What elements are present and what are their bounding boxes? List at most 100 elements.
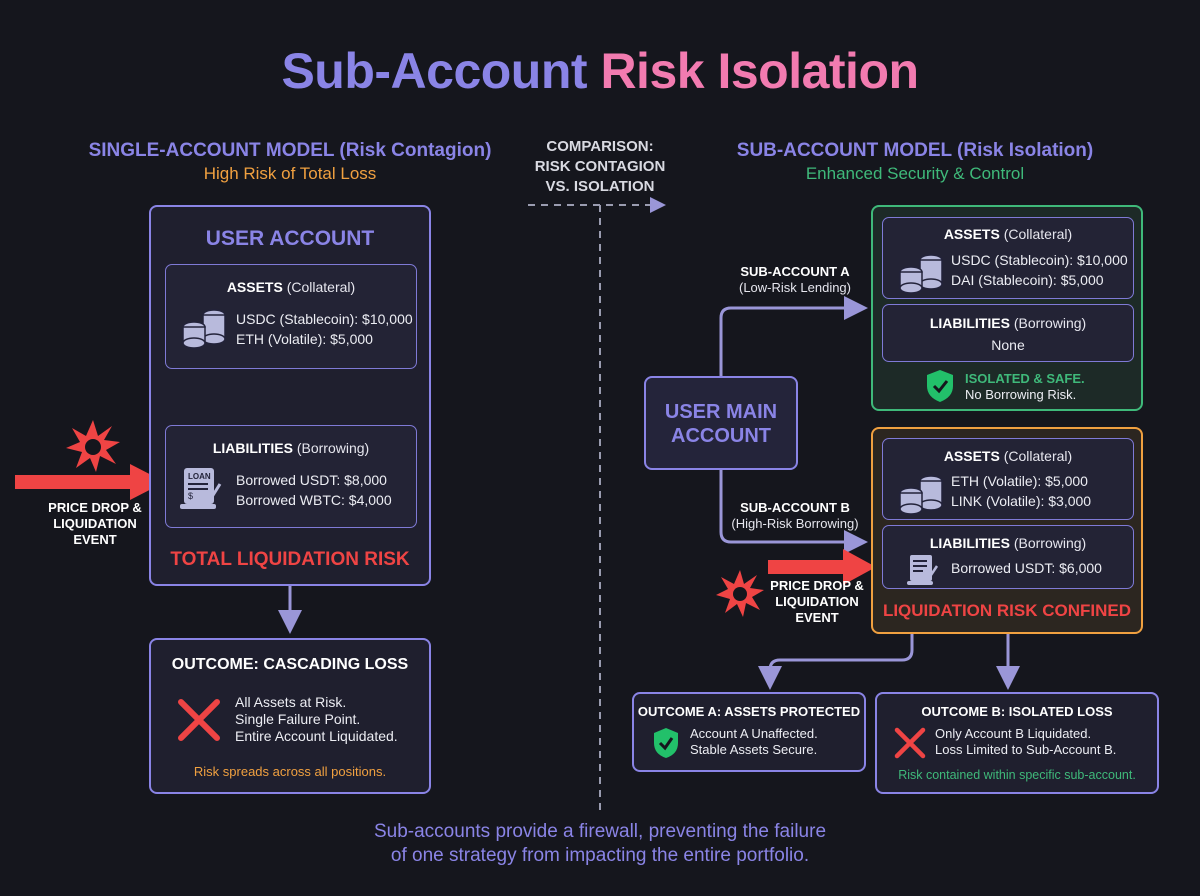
footer-caption: Sub-accounts provide a firewall, prevent…: [0, 820, 1200, 868]
outcome-line: Entire Account Liquidated.: [235, 728, 398, 744]
main-to-sub-b-arrow: [719, 470, 868, 554]
user-main-account-box: USER MAIN ACCOUNT: [644, 376, 798, 470]
shield-check-icon: [652, 727, 680, 764]
sub-b-liabilities-title: LIABILITIES (Borrowing): [883, 535, 1133, 551]
outcome-line: Account A Unaffected.: [690, 726, 818, 741]
asset-line: LINK (Volatile): $3,000: [951, 493, 1092, 509]
main-account-line: USER MAIN: [664, 401, 778, 423]
sub-b-name: SUB-ACCOUNT B: [740, 500, 850, 515]
coins-icon: [897, 471, 945, 520]
outcome-title: OUTCOME: CASCADING LOSS: [171, 656, 409, 673]
event-line: LIQUIDATION: [53, 516, 137, 531]
outcome-note: Risk spreads across all positions.: [193, 764, 387, 779]
comparison-line: VS. ISOLATION: [545, 178, 655, 195]
outcome-b-box: OUTCOME B: ISOLATED LOSS Only Account B …: [875, 692, 1159, 794]
sub-a-liabilities-panel: LIABILITIES (Borrowing) None: [882, 304, 1134, 362]
user-account-box: USER ACCOUNT ASSETS (Collateral) USDC (S…: [149, 205, 431, 586]
asset-line: DAI (Stablecoin): $5,000: [951, 272, 1104, 288]
main-account-title: USER MAIN ACCOUNT: [646, 400, 796, 448]
event-line: PRICE DROP &: [770, 578, 864, 593]
title-part-1: Sub-Account: [281, 43, 588, 99]
outcome-line: Stable Assets Secure.: [690, 742, 818, 757]
outcome-cascading-loss-box: OUTCOME: CASCADING LOSS All Assets at Ri…: [149, 638, 431, 794]
sub-b-assets-panel: ASSETS (Collateral) ETH (Volatile): $5,0…: [882, 438, 1134, 520]
outcome-line: Loss Limited to Sub-Account B.: [935, 742, 1117, 757]
outcome-b-title: OUTCOME B: ISOLATED LOSS: [921, 704, 1113, 719]
sub-a-name: SUB-ACCOUNT A: [740, 264, 850, 279]
event-line: LIQUIDATION: [775, 594, 859, 609]
status-text: No Borrowing Risk.: [965, 387, 1077, 402]
liabilities-title-note: (Borrowing): [296, 440, 370, 456]
sub-b-liability-lines: Borrowed USDT: $6,000: [951, 558, 1102, 578]
loan-document-icon: LOAN $: [180, 466, 224, 517]
assets-title-bold: ASSETS: [226, 279, 283, 295]
outcome-b-note: Risk contained within specific sub-accou…: [898, 768, 1136, 782]
outcome-a-title: OUTCOME A: ASSETS PROTECTED: [637, 704, 861, 719]
liabilities-title-bold: LIABILITIES: [929, 535, 1010, 551]
liability-line: Borrowed USDT: $8,000: [236, 472, 387, 488]
sub-b-desc: (High-Risk Borrowing): [731, 516, 859, 531]
right-subheading: Enhanced Security & Control: [805, 164, 1025, 183]
outcome-line: Single Failure Point.: [235, 711, 361, 727]
sub-a-desc: (Low-Risk Lending): [739, 280, 851, 295]
coins-icon: [897, 250, 945, 299]
left-subheading: High Risk of Total Loss: [203, 164, 377, 183]
sub-account-b-box: ASSETS (Collateral) ETH (Volatile): $5,0…: [871, 427, 1143, 634]
asset-line: ETH (Volatile): $5,000: [951, 473, 1088, 489]
footer-line: of one strategy from impacting the entir…: [390, 845, 810, 866]
liability-line: Borrowed USDT: $6,000: [951, 560, 1102, 576]
loan-document-icon: [907, 554, 939, 591]
right-heading: SUB-ACCOUNT MODEL (Risk Isolation): [736, 140, 1094, 161]
coins-icon: [180, 305, 228, 354]
liabilities-title-note: (Borrowing): [1013, 315, 1087, 331]
asset-line: ETH (Volatile): $5,000: [236, 331, 373, 347]
sub-b-assets-title: ASSETS (Collateral): [883, 448, 1133, 464]
assets-title-bold: ASSETS: [943, 226, 1000, 242]
page-title: Sub-Account Risk Isolation: [0, 42, 1200, 100]
title-part-2: Risk Isolation: [600, 43, 919, 99]
left-event-label: PRICE DROP & LIQUIDATION EVENT: [30, 500, 160, 548]
total-liquidation-risk-label: TOTAL LIQUIDATION RISK: [170, 549, 410, 570]
liabilities-title-note: (Borrowing): [1013, 535, 1087, 551]
outcome-a-lines: Account A Unaffected. Stable Assets Secu…: [690, 726, 818, 758]
comparison-line: COMPARISON:: [546, 138, 654, 155]
explosion-icon: [66, 420, 120, 479]
outcome-a-box: OUTCOME A: ASSETS PROTECTED Account A Un…: [632, 692, 866, 772]
sub-b-asset-lines: ETH (Volatile): $5,000 LINK (Volatile): …: [951, 471, 1091, 511]
shield-check-icon: [925, 369, 955, 408]
asset-line: USDC (Stablecoin): $10,000: [236, 311, 413, 327]
event-line: EVENT: [73, 532, 117, 547]
main-account-line: ACCOUNT: [671, 425, 771, 447]
assets-lines: USDC (Stablecoin): $10,000 ETH (Volatile…: [236, 309, 413, 349]
sub-a-status: ISOLATED & SAFE. No Borrowing Risk.: [965, 371, 1085, 403]
liabilities-title: LIABILITIES (Borrowing): [166, 440, 416, 456]
sub-a-liabilities-value: None: [991, 337, 1025, 353]
event-line: EVENT: [795, 610, 839, 625]
outcome-line: Only Account B Liquidated.: [935, 726, 1092, 741]
explosion-icon: [716, 570, 764, 623]
footer-line: Sub-accounts provide a firewall, prevent…: [373, 821, 827, 842]
liabilities-title-bold: LIABILITIES: [212, 440, 293, 456]
x-icon: [893, 726, 927, 765]
left-red-arrow: [15, 464, 165, 500]
liquidation-risk-confined-label: LIQUIDATION RISK CONFINED: [882, 601, 1132, 620]
liability-line: Borrowed WBTC: $4,000: [236, 492, 392, 508]
sub-a-liabilities-title: LIABILITIES (Borrowing): [883, 315, 1133, 331]
sub-a-asset-lines: USDC (Stablecoin): $10,000 DAI (Stableco…: [951, 250, 1128, 290]
svg-text:$: $: [188, 491, 193, 501]
status-bold: ISOLATED & SAFE.: [965, 371, 1085, 386]
assets-title-note: (Collateral): [1003, 448, 1073, 464]
liabilities-lines: Borrowed USDT: $8,000 Borrowed WBTC: $4,…: [236, 470, 392, 510]
right-event-label: PRICE DROP & LIQUIDATION EVENT: [762, 578, 872, 626]
assets-title-bold: ASSETS: [943, 448, 1000, 464]
assets-panel: ASSETS (Collateral) USDC (Stablecoin): $…: [165, 264, 417, 369]
assets-title-note: (Collateral): [1003, 226, 1073, 242]
sub-b-label: SUB-ACCOUNT B (High-Risk Borrowing): [700, 500, 890, 531]
sub-a-assets-title: ASSETS (Collateral): [883, 226, 1133, 242]
svg-text:LOAN: LOAN: [188, 472, 211, 481]
comparison-line: RISK CONTAGION: [534, 158, 666, 175]
sub-b-liabilities-panel: LIABILITIES (Borrowing) Borrowed USDT: $…: [882, 525, 1134, 589]
assets-title-note: (Collateral): [286, 279, 356, 295]
user-account-title: USER ACCOUNT: [205, 227, 375, 250]
